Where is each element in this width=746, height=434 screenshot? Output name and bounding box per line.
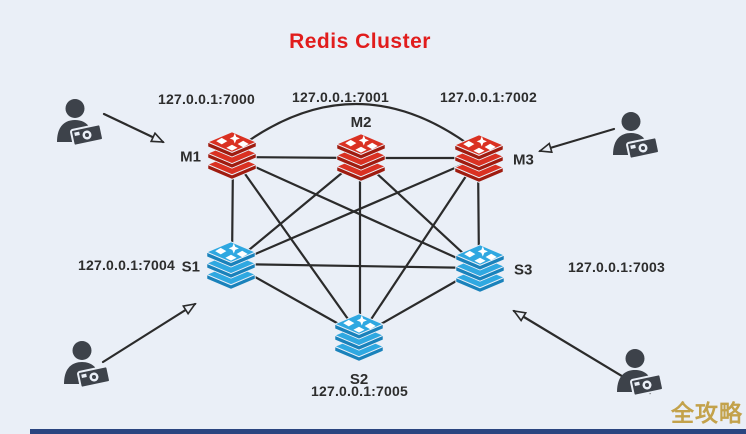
ip-label-s3: 127.0.0.1:7003 (568, 259, 665, 275)
client-user-icon (610, 110, 662, 166)
node-label: S1 (181, 258, 200, 276)
ip-label-m3: 127.0.0.1:7002 (440, 89, 537, 105)
node-s3: S3 (452, 243, 532, 297)
client-user-icon (614, 347, 666, 403)
client-user-icon (61, 339, 113, 395)
redis-master-icon (451, 133, 507, 187)
node-s1: S1 (182, 240, 259, 294)
node-label: M1 (180, 148, 201, 166)
ip-label-m2: 127.0.0.1:7001 (292, 89, 389, 105)
redis-slave-icon (203, 240, 259, 294)
node-label: S3 (514, 261, 533, 279)
node-m3: M3 (451, 133, 534, 187)
person-camera-icon (610, 110, 662, 166)
node-label: S2 (349, 371, 369, 388)
redis-slave-icon (452, 243, 508, 297)
node-m2: M2 (333, 114, 389, 186)
ip-label-s2: 127.0.0.1:7005 (311, 383, 408, 399)
node-label: M3 (513, 151, 534, 169)
node-m1: M1 (180, 130, 260, 184)
watermark: 全攻略 (671, 400, 743, 426)
ip-label-s1: 127.0.0.1:7004 (78, 257, 175, 273)
node-s2: S2 (331, 312, 387, 388)
redis-master-icon (204, 130, 260, 184)
person-camera-icon (54, 97, 106, 153)
person-camera-icon (61, 339, 113, 395)
node-label: M2 (350, 114, 372, 131)
footer-bar (30, 429, 746, 434)
client-user-icon (54, 97, 106, 153)
redis-slave-icon (331, 312, 387, 366)
page-title: Redis Cluster (289, 30, 431, 53)
ip-label-m1: 127.0.0.1:7000 (158, 91, 255, 107)
person-camera-icon (614, 347, 666, 403)
redis-master-icon (333, 132, 389, 186)
